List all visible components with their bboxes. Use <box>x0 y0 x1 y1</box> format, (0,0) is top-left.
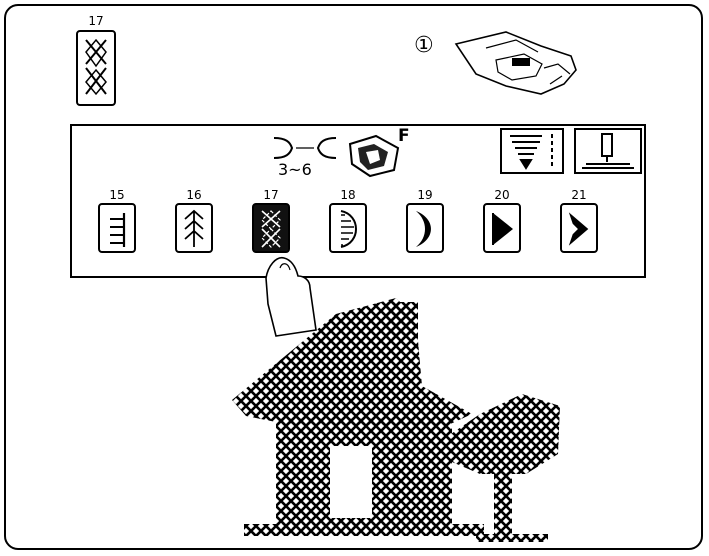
comb-stitch-icon <box>100 205 134 251</box>
arrow-satin-icon <box>485 205 519 251</box>
pattern-16-button[interactable] <box>175 203 213 253</box>
foot-letter: F <box>398 126 410 146</box>
chevron-satin-icon <box>562 205 596 251</box>
pattern-16-number: 16 <box>174 188 214 202</box>
pattern-18-button[interactable] <box>329 203 367 253</box>
pattern-21-number: 21 <box>559 188 599 202</box>
blanket-scallop-icon <box>331 205 365 251</box>
cross-stitch-icon <box>254 205 288 251</box>
pattern-17-button[interactable] <box>252 203 290 253</box>
needle-position-button[interactable] <box>574 128 642 174</box>
pattern-19-number: 19 <box>405 188 445 202</box>
pattern-15-number: 15 <box>97 188 137 202</box>
pattern-18-number: 18 <box>328 188 368 202</box>
thread-tension-button[interactable] <box>500 128 564 174</box>
pattern-20-number: 20 <box>482 188 522 202</box>
stitch-width-icon <box>270 130 340 164</box>
pattern-17-number: 17 <box>251 188 291 202</box>
presser-foot-icon <box>446 24 586 104</box>
presser-foot-marker: ① <box>414 33 434 58</box>
needle-position-icon <box>576 130 640 172</box>
pattern-20-button[interactable] <box>483 203 521 253</box>
pattern-15-button[interactable] <box>98 203 136 253</box>
pattern-19-button[interactable] <box>406 203 444 253</box>
pattern-21-button[interactable] <box>560 203 598 253</box>
cross-stitch-house-illustration <box>226 296 572 544</box>
satin-foot-icon <box>344 132 404 178</box>
crescent-satin-icon <box>408 205 442 251</box>
current-pattern-icon <box>76 30 116 106</box>
current-pattern-number: 17 <box>76 14 116 28</box>
width-range-label: 3~6 <box>278 160 312 179</box>
thread-tension-icon <box>502 130 562 172</box>
feather-stitch-icon <box>177 205 211 251</box>
